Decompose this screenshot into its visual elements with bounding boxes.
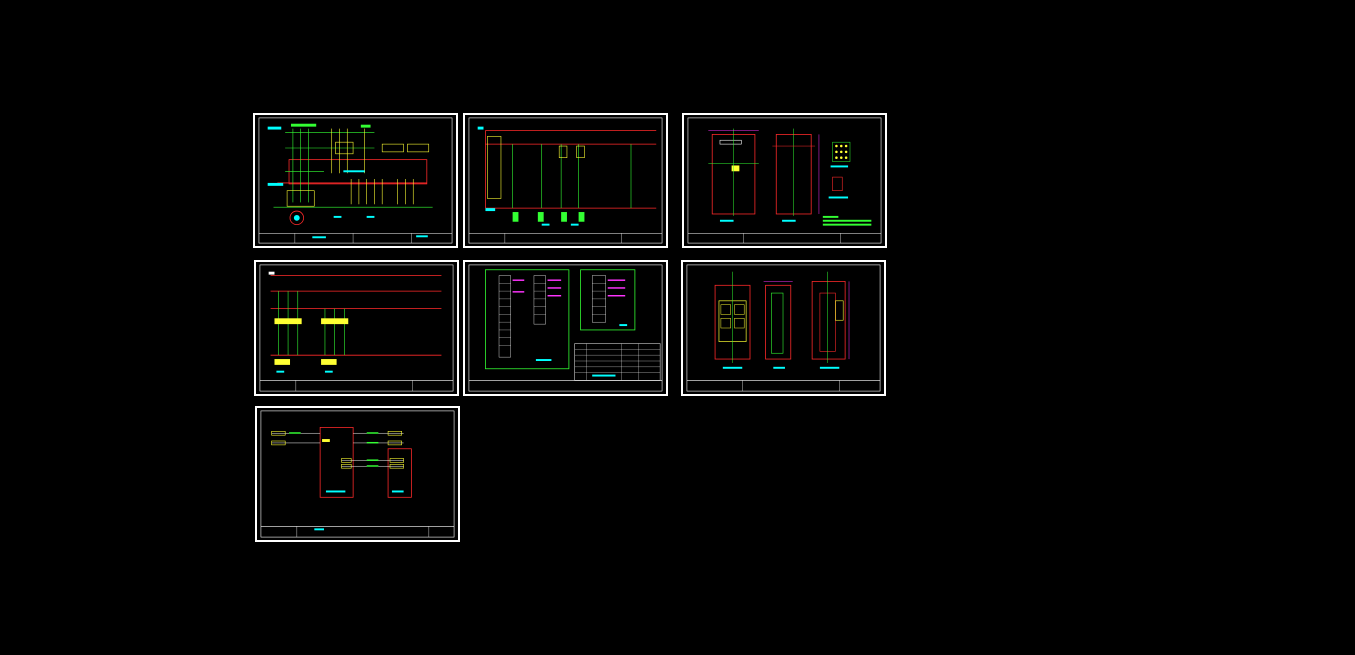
auxiliary-circuit-graphic: [259, 264, 454, 392]
drawing-sheet-auxiliary-circuit[interactable]: [254, 260, 459, 396]
cabinet-layout-graphic: [687, 117, 882, 244]
control-circuit-graphic: [468, 117, 663, 244]
terminal-table-graphic: [468, 264, 663, 392]
wiring-diagram-graphic: [260, 410, 455, 538]
drawing-sheet-main-circuit[interactable]: [253, 113, 458, 248]
drawing-sheet-terminal-table[interactable]: [463, 260, 668, 396]
main-circuit-graphic: [258, 117, 453, 244]
drawing-sheet-cabinet-elevations[interactable]: [681, 260, 886, 396]
cabinet-elevations-graphic: [686, 264, 881, 392]
drawing-sheet-cabinet-layout[interactable]: [682, 113, 887, 248]
drawing-sheet-control-circuit[interactable]: [463, 113, 668, 248]
drawing-sheet-wiring-diagram[interactable]: [255, 406, 460, 542]
